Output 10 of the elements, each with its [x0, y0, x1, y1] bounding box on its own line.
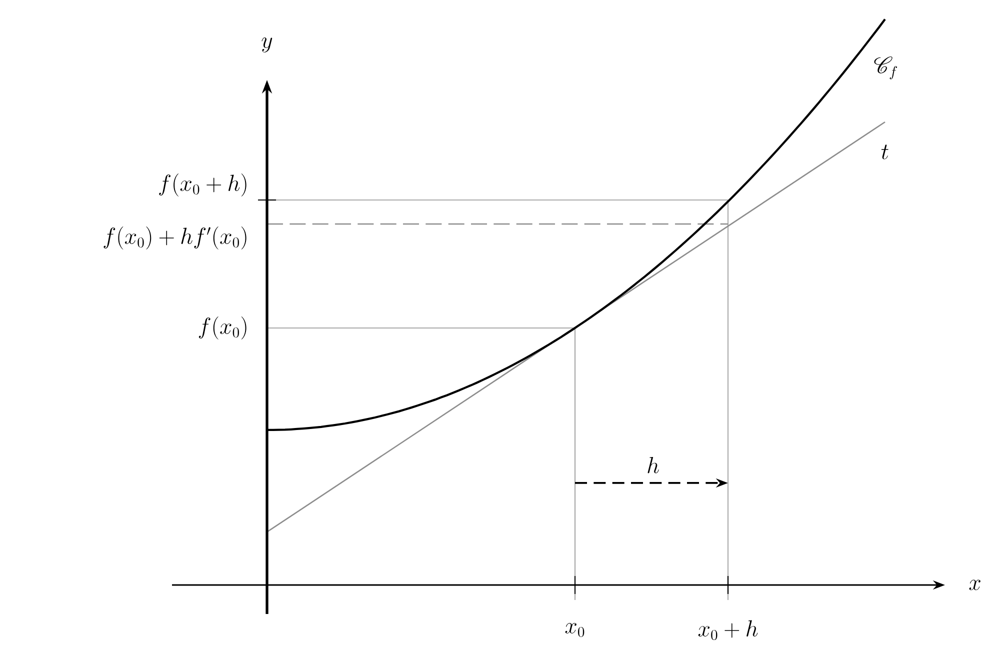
- tick-label: $x_0$: [565, 623, 584, 637]
- tick-label: $f(x_0+h)$: [159, 174, 246, 197]
- dimension-label: $h$: [648, 457, 659, 474]
- tick-label: $f(x_0)+hf'(x_0)$: [104, 226, 246, 250]
- tick-label: $f(x_0)$: [198, 316, 246, 340]
- curve-label: $\mathscr{C}_f$: [874, 56, 898, 80]
- axis-label: $y$: [262, 38, 272, 52]
- tick-label: $x_0+h$: [698, 620, 758, 640]
- axis-label: $x$: [969, 580, 980, 590]
- curve-label: $t$: [881, 144, 888, 160]
